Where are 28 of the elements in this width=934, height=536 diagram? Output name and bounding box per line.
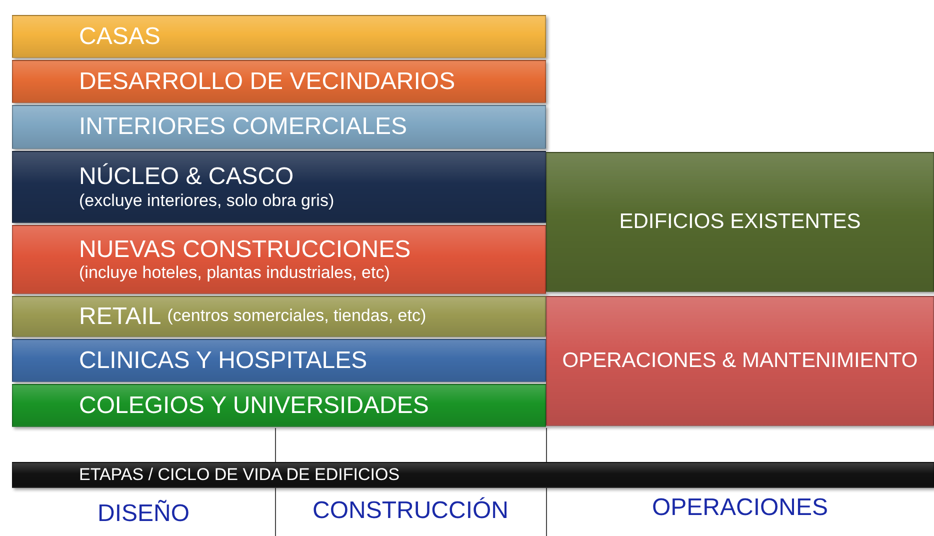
bar-title: RETAIL xyxy=(79,302,162,330)
category-bar xyxy=(12,105,546,149)
timeline-bar xyxy=(12,462,934,488)
stage-label: OPERACIONES xyxy=(650,494,830,522)
bar-title: ETAPAS / CICLO DE VIDA DE EDIFICIOS xyxy=(79,465,400,485)
bar-subtitle: (excluye interiores, solo obra gris) xyxy=(79,190,334,211)
bar-title: CLINICAS Y HOSPITALES xyxy=(79,346,368,374)
bar-title: INTERIORES COMERCIALES xyxy=(79,113,408,141)
bar-title: CASAS xyxy=(79,22,160,50)
category-bar xyxy=(12,60,546,103)
category-bar xyxy=(12,339,546,382)
category-bar xyxy=(546,152,934,292)
stage-label: DISEÑO xyxy=(96,500,190,528)
bar-title: DESARROLLO DE VECINDARIOS xyxy=(79,68,456,96)
category-bar xyxy=(12,15,546,58)
bar-title: EDIFICIOS EXISTENTES xyxy=(619,210,861,234)
bar-subtitle: (incluye hoteles, plantas industriales, etc) xyxy=(79,263,390,284)
category-bar xyxy=(12,296,546,337)
bar-title: NÚCLEO & CASCO xyxy=(79,163,294,191)
bar-subtitle: (centros somerciales, tiendas, etc) xyxy=(167,306,426,327)
category-bar xyxy=(546,296,934,426)
bar-title: NUEVAS CONSTRUCCIONES xyxy=(79,236,411,264)
stage-label: CONSTRUCCIÓN xyxy=(312,497,510,525)
bar-title: COLEGIOS Y UNIVERSIDADES xyxy=(79,392,429,420)
category-bar xyxy=(12,384,546,427)
category-bar xyxy=(12,151,546,223)
category-bar xyxy=(12,225,546,294)
bar-title: OPERACIONES & MANTENIMIENTO xyxy=(562,348,918,374)
